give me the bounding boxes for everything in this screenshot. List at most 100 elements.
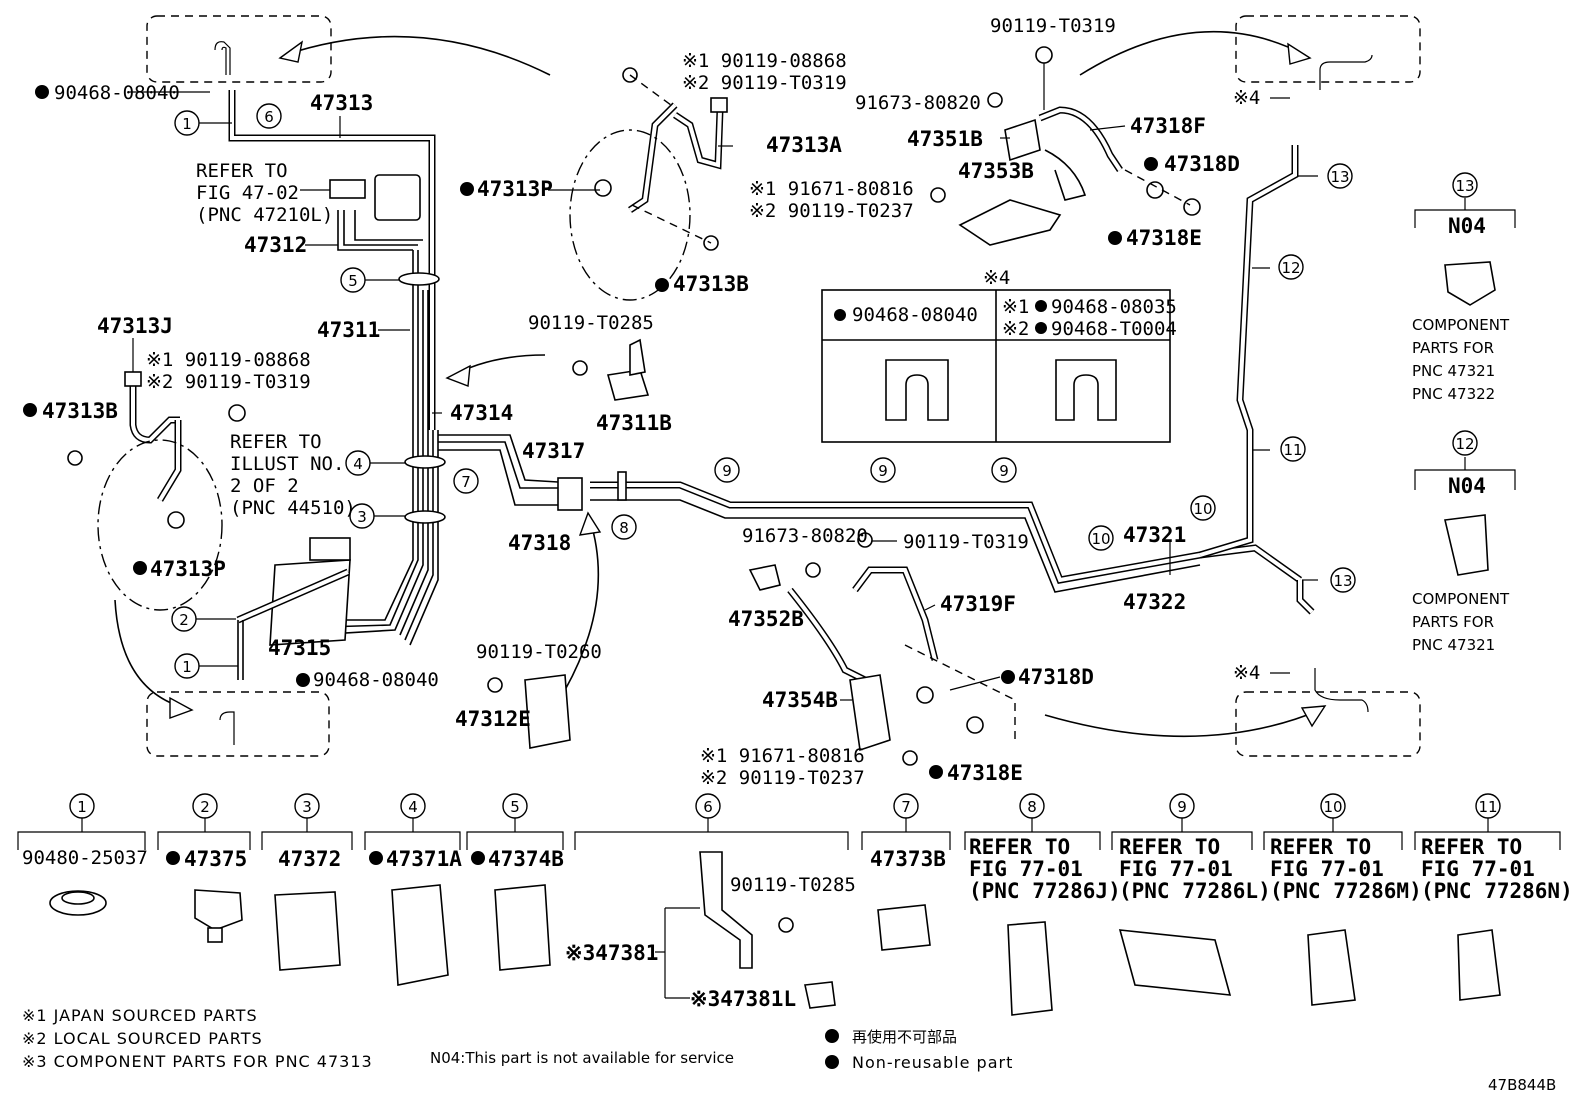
group6-47381: ※347381	[565, 941, 658, 965]
bottom-callout-3: 3	[294, 793, 320, 819]
bottom-callout-11: 11	[1475, 793, 1501, 819]
hose-47313J	[67, 371, 246, 611]
callout-13b: 13	[1330, 567, 1356, 593]
callout-4: 4	[345, 450, 371, 476]
callout-1a: 1	[174, 110, 200, 136]
legend-callout-13: 13	[1452, 172, 1478, 198]
group6-47381L: ※347381L	[690, 987, 796, 1011]
bottom-part-sketches	[49, 851, 1501, 1016]
callout-2: 2	[171, 606, 197, 632]
label-47352B: 47352B	[728, 607, 804, 631]
refer-fig-47-02-line2: FIG 47-02	[196, 182, 299, 204]
svg-text:2: 2	[179, 611, 189, 629]
note-component-parts: ※3 COMPONENT PARTS FOR PNC 47313	[22, 1052, 373, 1071]
svg-text:3: 3	[357, 508, 367, 526]
arrow-top-left	[284, 35, 551, 76]
bottom-parts-frames	[17, 818, 1561, 850]
refer-fig-47-02-line1: REFER TO	[196, 160, 288, 182]
legend12-line2: PARTS FOR	[1412, 613, 1494, 631]
svg-text:13: 13	[1330, 168, 1349, 186]
label-90119-T0260: 90119-T0260	[476, 641, 602, 663]
callout-10a: 10	[1088, 525, 1114, 551]
callout-9a: 9	[714, 457, 740, 483]
label-47315: 47315	[268, 636, 331, 660]
svg-text:7: 7	[901, 798, 911, 816]
svg-text:1: 1	[182, 658, 192, 676]
svg-text:11: 11	[1478, 798, 1497, 816]
callout-10b: 10	[1190, 495, 1216, 521]
label-47317: 47317	[522, 439, 585, 463]
hose-47319F	[748, 532, 1016, 766]
callout-5: 5	[340, 267, 366, 293]
bottom-callout-10: 10	[1320, 793, 1346, 819]
legend-clip-13	[1414, 198, 1516, 306]
callout-9b: 9	[870, 457, 896, 483]
label-47312E: 47312E	[455, 707, 531, 731]
label-47318D-top: 47318D	[1164, 152, 1240, 176]
label-90468-08040-bottom: 90468-08040	[313, 669, 439, 691]
legend12-code: N04	[1448, 474, 1486, 498]
label-47354B: 47354B	[762, 688, 838, 712]
label-47313P-left: 47313P	[150, 557, 226, 581]
rear-right-detail-box	[1235, 668, 1421, 757]
callout-13a: 13	[1327, 163, 1353, 189]
legend-clip-12	[1414, 457, 1516, 576]
master-cylinder-ref	[329, 174, 421, 221]
label-47322: 47322	[1123, 590, 1186, 614]
clip-table-title: ※4	[983, 267, 1010, 289]
svg-text:6: 6	[264, 108, 274, 126]
label-47311: 47311	[317, 318, 380, 342]
bottom-label-2: 47375	[184, 847, 247, 871]
svg-text:10: 10	[1323, 798, 1342, 816]
note-nonreusable-en: Non-reusable part	[852, 1053, 1013, 1072]
svg-text:1: 1	[182, 115, 192, 133]
label-47313J-s1: ※1 90119-08868	[146, 349, 311, 371]
label-47351B: 47351B	[907, 127, 983, 151]
bottom-label-10-l3: (PNC 77286M)	[1270, 879, 1422, 903]
callout-11: 11	[1280, 436, 1306, 462]
svg-text:4: 4	[408, 798, 418, 816]
bottom-label-3: 47372	[278, 847, 341, 871]
refer-44510-line3: 2 OF 2	[230, 475, 299, 497]
label-90119-T0319-top: 90119-T0319	[990, 15, 1116, 37]
svg-text:5: 5	[348, 272, 358, 290]
bottom-callout-7: 7	[893, 793, 919, 819]
label-47313: 47313	[310, 91, 373, 115]
label-91671-mid-s2: ※2 90119-T0237	[700, 767, 865, 789]
svg-text:3: 3	[302, 798, 312, 816]
figure-id: 47B844B	[1488, 1076, 1556, 1094]
note-n04: N04:This part is not available for servi…	[430, 1049, 734, 1067]
svg-text:8: 8	[619, 519, 629, 537]
note-nonreusable-jp: 再使用不可部品	[852, 1028, 957, 1046]
label-47313A-s1: ※1 90119-08868	[682, 50, 847, 72]
legend13-line3: PNC 47321	[1412, 362, 1495, 380]
label-91671-mid-s1: ※1 91671-80816	[700, 745, 865, 767]
svg-text:9: 9	[878, 462, 888, 480]
hose-47318F	[930, 46, 1201, 246]
label-90119-T0319-mid: 90119-T0319	[903, 531, 1029, 553]
svg-text:9: 9	[1177, 798, 1187, 816]
label-47318E-top: 47318E	[1126, 226, 1202, 250]
bottom-label-8-l3: (PNC 77286J)	[969, 879, 1121, 903]
leader-lines	[128, 91, 1318, 701]
callout-7: 7	[453, 468, 479, 494]
label-90468-08040-top: 90468-08040	[54, 82, 180, 104]
svg-text:12: 12	[1281, 259, 1300, 277]
label-91671-s2: ※2 90119-T0237	[749, 200, 914, 222]
bottom-label-8-l2: FIG 77-01	[969, 857, 1083, 881]
bottom-label-10-l1: REFER TO	[1270, 835, 1371, 859]
label-47313J: 47313J	[97, 314, 173, 338]
label-s4-top: ※4	[1233, 87, 1260, 109]
bottom-callout-2: 2	[192, 793, 218, 819]
svg-text:6: 6	[703, 798, 713, 816]
bottom-label-9-l3: (PNC 77286L)	[1119, 879, 1271, 903]
group6-90119-T0285: 90119-T0285	[730, 874, 856, 896]
bottom-callout-6: 6	[695, 793, 721, 819]
bottom-label-5: 47374B	[488, 847, 564, 871]
bottom-label-9-l1: REFER TO	[1119, 835, 1220, 859]
label-47318: 47318	[508, 531, 571, 555]
label-91671-s1: ※1 91671-80816	[749, 178, 914, 200]
callout-12: 12	[1278, 254, 1304, 280]
svg-text:9: 9	[722, 462, 732, 480]
